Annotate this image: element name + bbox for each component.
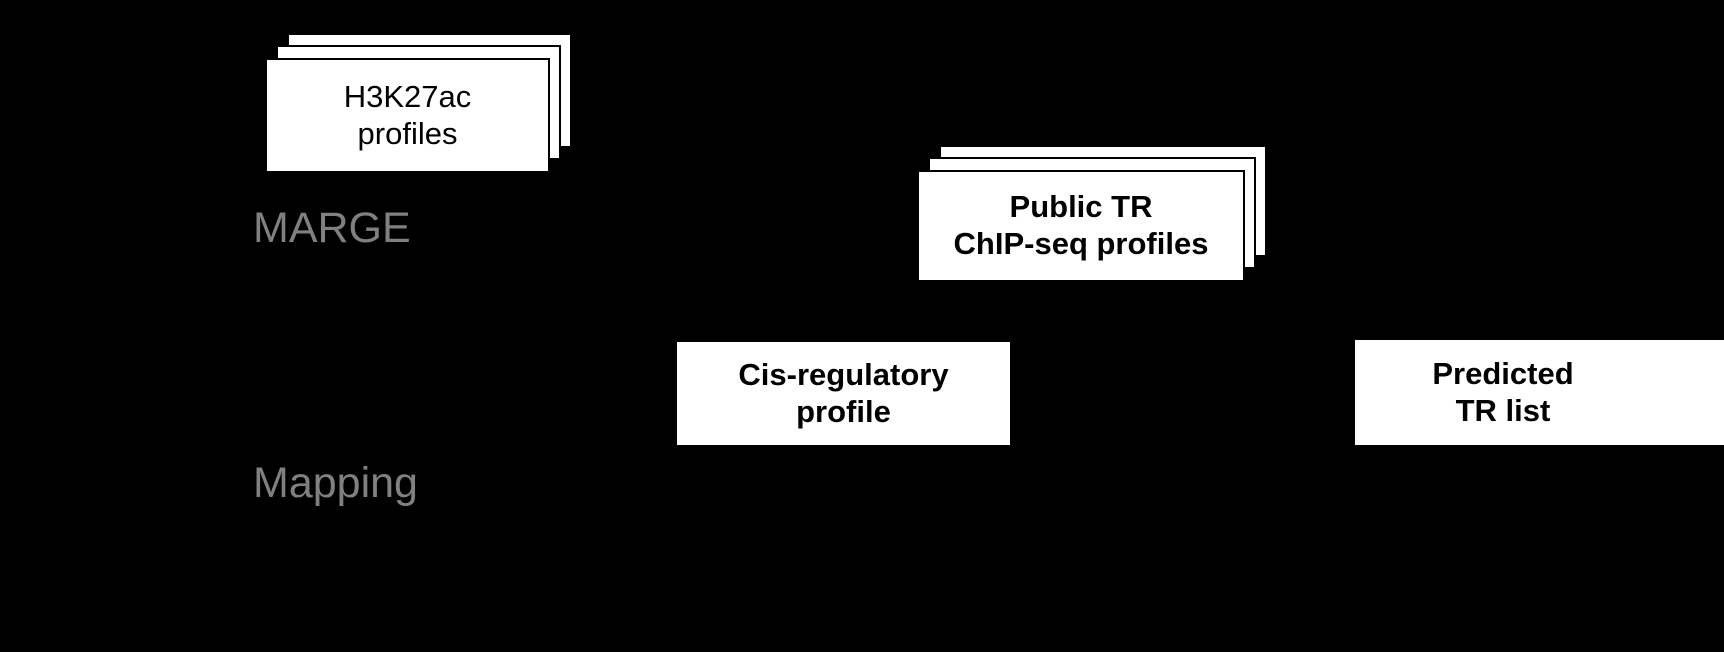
card-sheet-front[interactable]: H3K27ac profiles	[265, 58, 550, 173]
node-label-h3k27ac: H3K27ac profiles	[343, 78, 472, 151]
stage-label-marge: MARGE	[253, 204, 411, 252]
node-h3k27ac-profiles[interactable]: H3K27ac profiles	[265, 33, 575, 175]
node-cis-regulatory-profile[interactable]: Cis-regulatory profile	[675, 340, 1012, 447]
node-predicted-tr-list[interactable]: Predicted TR list	[1353, 338, 1724, 447]
node-label-predicted-tr-list: Predicted TR list	[1432, 355, 1574, 428]
node-label-public-tr-chipseq: Public TR ChIP-seq profiles	[953, 189, 1209, 261]
node-label-cis-regulatory: Cis-regulatory profile	[738, 356, 949, 429]
node-public-tr-chipseq-profiles[interactable]: Public TR ChIP-seq profiles	[917, 145, 1272, 285]
stage-label-mapping: Mapping	[253, 459, 418, 507]
card-sheet-front[interactable]: Public TR ChIP-seq profiles	[917, 170, 1245, 282]
